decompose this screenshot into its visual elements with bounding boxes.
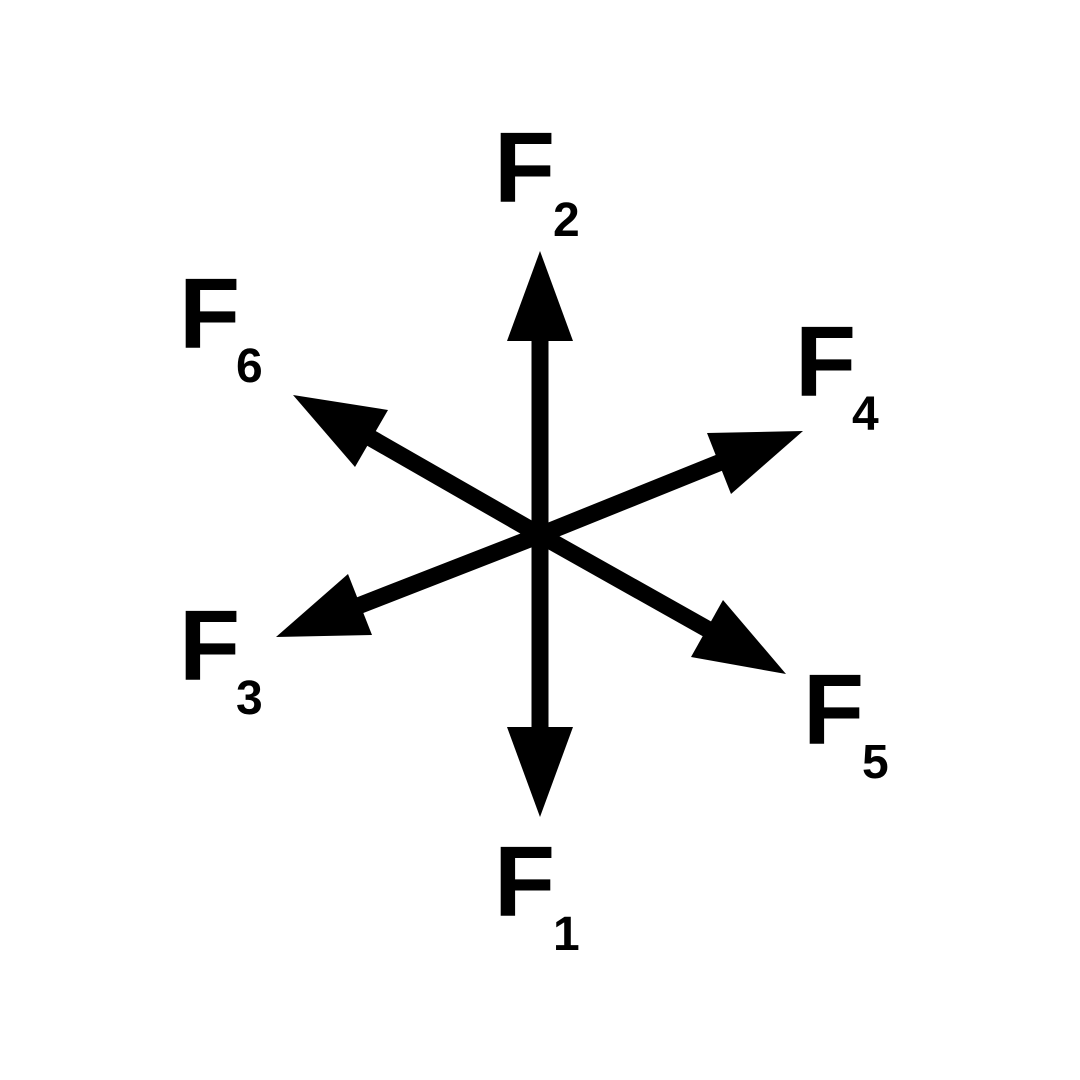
label-f6-symbol: F: [179, 258, 240, 370]
arrow-f1-head: [507, 727, 573, 817]
label-f3-symbol: F: [179, 590, 240, 702]
label-f1-symbol: F: [494, 826, 555, 938]
label-f6: F 6: [179, 258, 263, 393]
arrow-f3-head: [276, 574, 372, 637]
arrow-f4-shaft: [536, 454, 725, 543]
arrow-f6-head: [293, 395, 388, 467]
label-f6-subscript: 6: [236, 340, 263, 393]
label-f1-subscript: 1: [553, 908, 580, 961]
label-f5-subscript: 5: [862, 736, 889, 789]
arrow-f5-shaft: [535, 527, 714, 638]
label-f3-subscript: 3: [236, 672, 263, 725]
label-f4: F 4: [795, 306, 879, 441]
arrow-f4-head: [707, 431, 803, 494]
label-f2: F 2: [494, 112, 580, 247]
label-f5: F 5: [803, 654, 889, 789]
arrow-f3-shaft: [354, 527, 544, 614]
label-f2-subscript: 2: [553, 194, 580, 247]
arrow-f2-head: [507, 251, 573, 341]
arrow-f6-shaft: [364, 429, 545, 543]
label-f1: F 1: [494, 826, 580, 961]
label-f3: F 3: [179, 590, 263, 725]
label-f2-symbol: F: [494, 112, 555, 224]
label-f4-subscript: 4: [852, 388, 879, 441]
label-f4-symbol: F: [795, 306, 856, 418]
arrow-f5-head: [691, 600, 786, 674]
label-f5-symbol: F: [803, 654, 864, 766]
